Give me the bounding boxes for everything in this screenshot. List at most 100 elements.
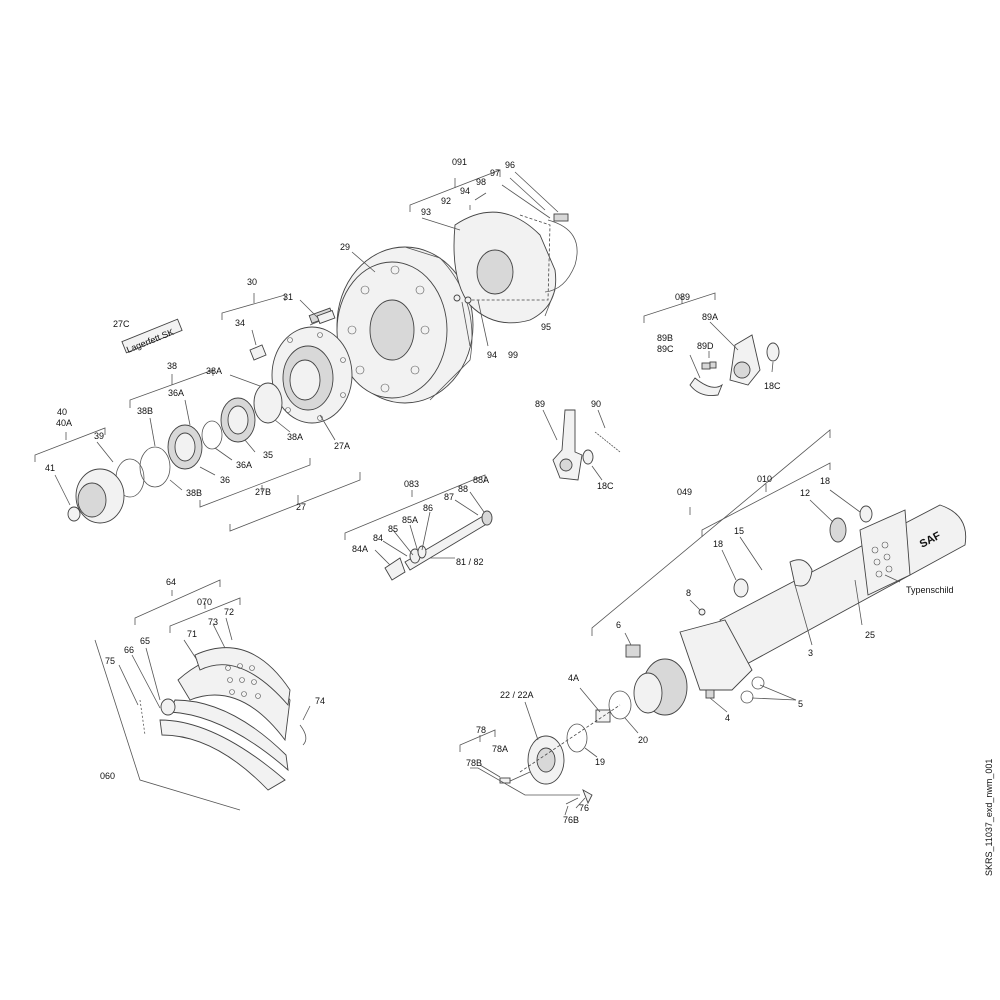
label-40A: 40A: [56, 418, 72, 428]
label-18-b: 18: [713, 539, 723, 549]
label-88A: 88A: [473, 475, 489, 485]
label-65: 65: [140, 636, 150, 646]
label-27C: 27C: [113, 319, 130, 329]
label-41: 41: [45, 463, 55, 473]
label-90: 90: [591, 399, 601, 409]
label-070: 070: [197, 597, 212, 607]
hub-cap: [67, 468, 125, 524]
label-18C-2: 18C: [597, 481, 614, 491]
label-35: 35: [263, 450, 273, 460]
label-89B: 89B: [657, 333, 673, 343]
label-15: 15: [734, 526, 744, 536]
label-89C: 89C: [657, 344, 674, 354]
label-76B: 76B: [563, 815, 579, 825]
label-6: 6: [616, 620, 621, 630]
label-18-a: 18: [820, 476, 830, 486]
label-27B: 27B: [255, 487, 271, 497]
bearing-set: [115, 382, 283, 498]
label-74: 74: [315, 696, 325, 706]
label-75: 75: [105, 656, 115, 666]
anchor-pin: [499, 771, 593, 805]
label-87: 87: [444, 492, 454, 502]
label-40: 40: [57, 407, 67, 417]
label-64: 64: [166, 577, 176, 587]
wheel-hub: [249, 307, 353, 424]
brake-drum: [336, 246, 474, 404]
label-38A: 38A: [206, 366, 222, 376]
label-38: 38: [167, 361, 177, 371]
label-18C-1: 18C: [764, 381, 781, 391]
label-94b: 94: [487, 350, 497, 360]
label-8: 8: [686, 588, 691, 598]
label-34: 34: [235, 318, 245, 328]
label-31: 31: [283, 292, 293, 302]
label-36A-1: 36A: [168, 388, 184, 398]
label-85A: 85A: [402, 515, 418, 525]
label-73: 73: [208, 617, 218, 627]
manual-adjuster: [552, 409, 621, 481]
label-049: 049: [677, 487, 692, 497]
label-4: 4: [725, 713, 730, 723]
label-71: 71: [187, 629, 197, 639]
label-36: 36: [220, 475, 230, 485]
leader-lines: [34, 169, 901, 816]
drawing-code: SKRS_11037_exd_nwm_001: [984, 759, 994, 876]
label-36A-2: 36A: [236, 460, 252, 470]
label-20: 20: [638, 735, 648, 745]
label-19: 19: [595, 757, 605, 767]
label-78B: 78B: [466, 758, 482, 768]
wheel-bolt: [309, 309, 336, 326]
label-29: 29: [340, 242, 350, 252]
camshaft: [384, 510, 493, 581]
label-98: 98: [476, 177, 486, 187]
label-38B: 38B: [137, 406, 153, 416]
label-38A-2: 38A: [287, 432, 303, 442]
label-76: 76: [579, 803, 589, 813]
label-99: 99: [508, 350, 518, 360]
label-39: 39: [94, 431, 104, 441]
label-84A: 84A: [352, 544, 368, 554]
label-3: 3: [808, 648, 813, 658]
label-5: 5: [798, 699, 803, 709]
label-010: 010: [757, 474, 772, 484]
label-78A: 78A: [492, 744, 508, 754]
label-091: 091: [452, 157, 467, 167]
axle-beam: [625, 504, 967, 716]
label-89A: 89A: [702, 312, 718, 322]
label-89: 89: [535, 399, 545, 409]
label-66: 66: [124, 645, 134, 655]
label-72: 72: [224, 607, 234, 617]
label-typenschild: Typenschild: [906, 585, 954, 595]
label-94a: 94: [460, 186, 470, 196]
label-27A: 27A: [334, 441, 350, 451]
label-86: 86: [423, 503, 433, 513]
label-97: 97: [490, 168, 500, 178]
label-12: 12: [800, 488, 810, 498]
label-89D: 89D: [697, 341, 714, 351]
cam-bracket-parts: [519, 690, 632, 785]
label-92: 92: [441, 196, 451, 206]
label-089: 089: [675, 292, 690, 302]
label-38B-2: 38B: [186, 488, 202, 498]
label-25: 25: [865, 630, 875, 640]
label-060: 060: [100, 771, 115, 781]
label-22-22A: 22 / 22A: [500, 690, 534, 700]
label-78: 78: [476, 725, 486, 735]
label-96: 96: [505, 160, 515, 170]
label-95: 95: [541, 322, 551, 332]
label-083: 083: [404, 479, 419, 489]
label-27: 27: [296, 502, 306, 512]
label-84: 84: [373, 533, 383, 543]
brake-shoe: [139, 647, 307, 791]
label-30: 30: [247, 277, 257, 287]
label-4A: 4A: [568, 673, 579, 683]
label-81-82: 81 / 82: [456, 557, 484, 567]
grease-tube: [121, 318, 183, 354]
dust-cover: [453, 211, 578, 324]
slack-adjuster: [689, 334, 780, 396]
label-93: 93: [421, 207, 431, 217]
label-88: 88: [458, 484, 468, 494]
label-85: 85: [388, 524, 398, 534]
